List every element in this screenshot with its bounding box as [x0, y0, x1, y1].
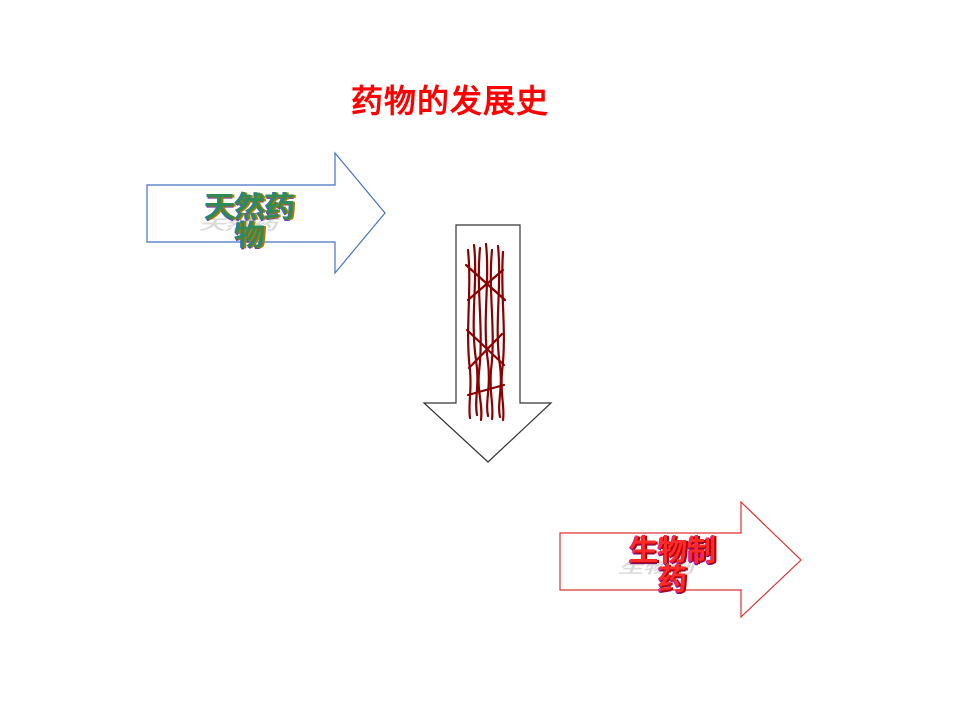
biopharma-line2: 药 — [657, 562, 687, 596]
biopharma-arrow — [559, 500, 802, 619]
natural-medicine-line1: 天然药 — [205, 190, 295, 224]
down-arrow-scribble — [464, 242, 507, 422]
natural-medicine-line2: 物 — [235, 219, 265, 253]
biopharma-line1: 生物制 — [628, 533, 716, 567]
natural-medicine-arrow — [146, 151, 386, 275]
biopharma-label: 生物制 药 — [575, 536, 770, 594]
natural-medicine-label: 天然药 物 — [150, 190, 350, 253]
down-arrow — [422, 224, 553, 463]
slide-title: 药物的发展史 — [350, 82, 549, 120]
